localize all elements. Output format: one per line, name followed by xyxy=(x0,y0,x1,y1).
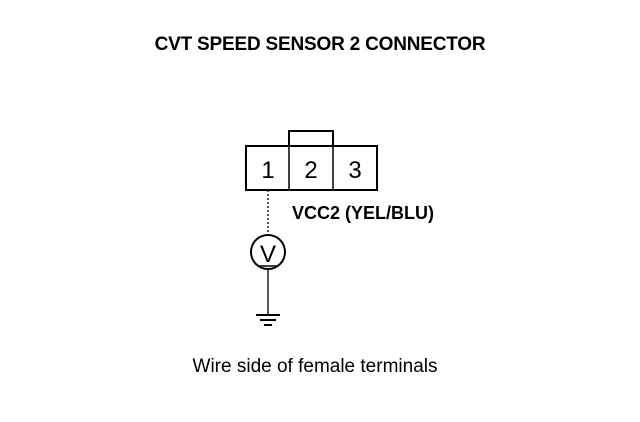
pin-1-label: 1 xyxy=(261,157,274,184)
connector-lock-tab xyxy=(288,130,334,148)
diagram-title: CVT SPEED SENSOR 2 CONNECTOR xyxy=(154,34,486,55)
connector-body xyxy=(245,145,378,191)
ground-icon xyxy=(256,314,280,326)
diagram-caption: Wire side of female terminals xyxy=(192,356,438,377)
wire-label: VCC2 (YEL/BLU) xyxy=(292,203,435,223)
pin-2-label: 2 xyxy=(304,157,317,184)
voltmeter-symbol: V xyxy=(260,241,276,268)
pin-3-label: 3 xyxy=(348,157,361,184)
